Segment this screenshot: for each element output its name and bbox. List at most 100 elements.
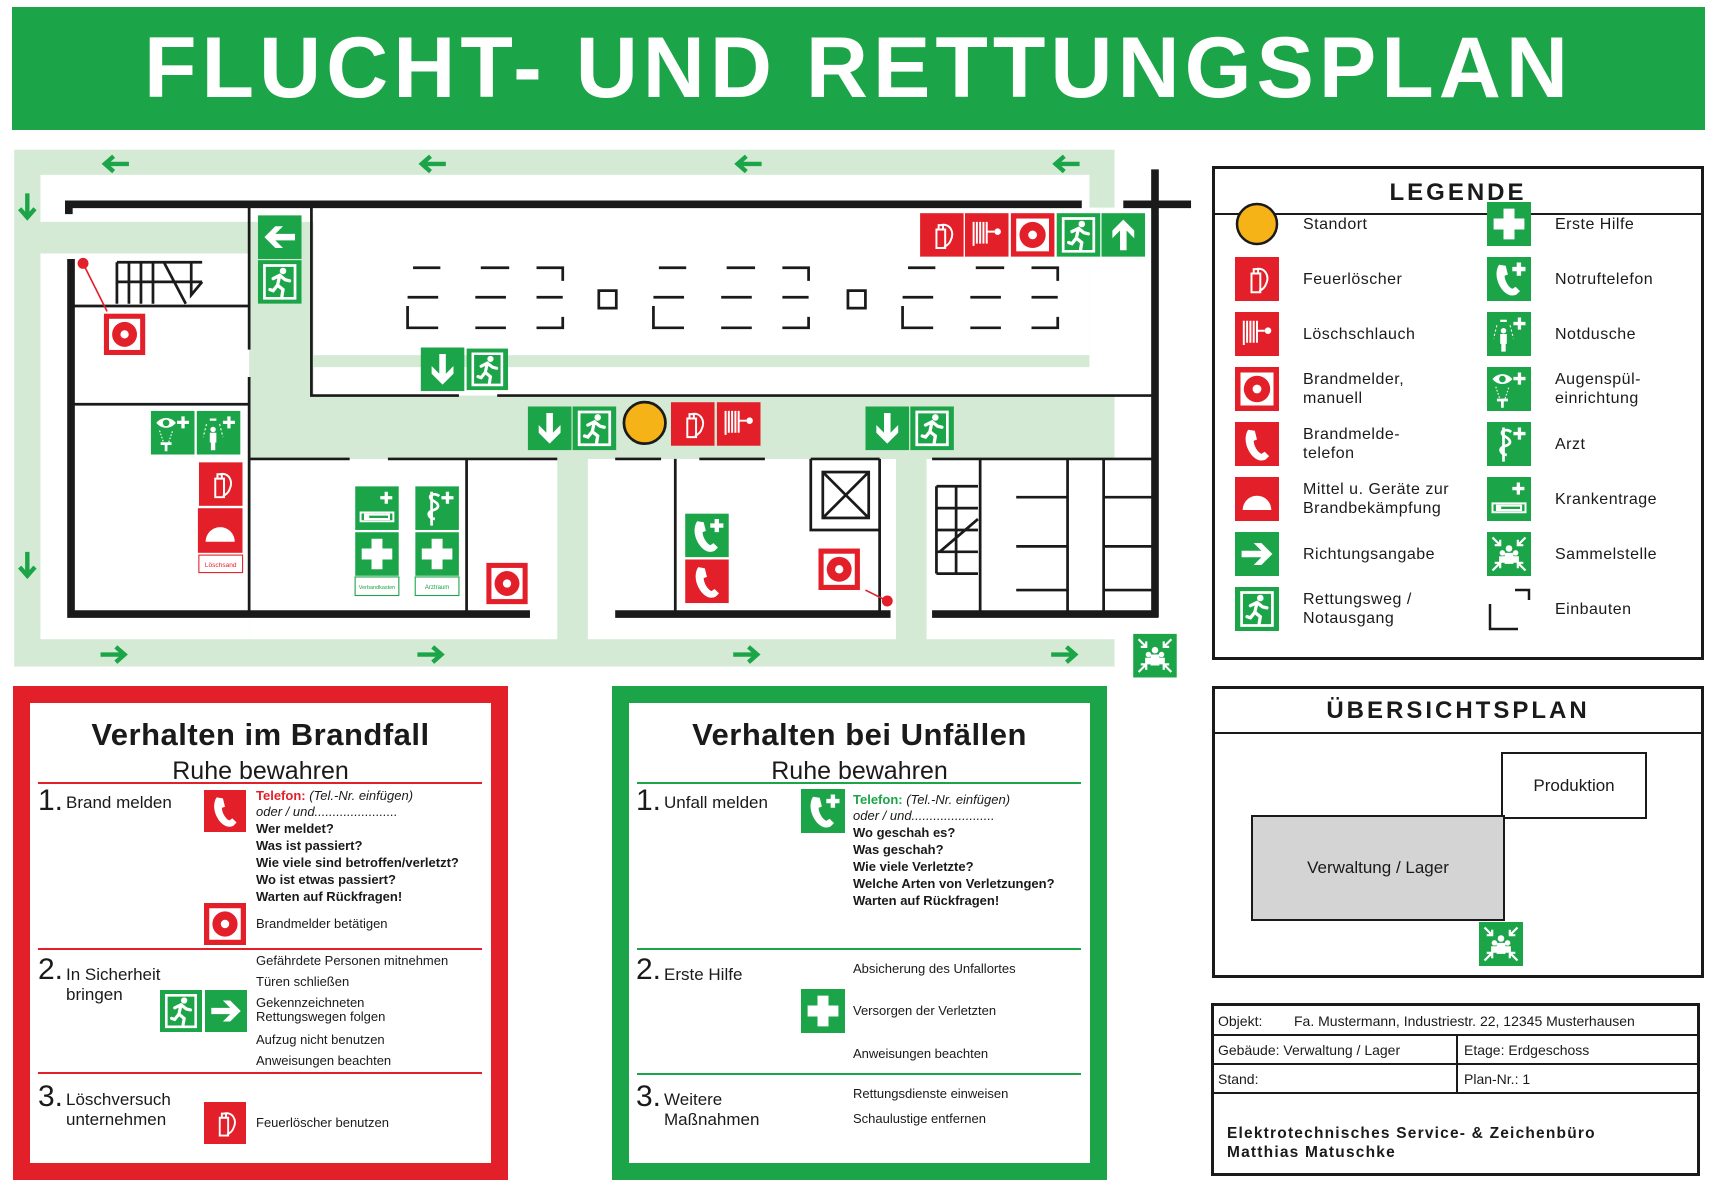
title-bar: FLUCHT- UND RETTUNGSPLAN bbox=[12, 7, 1705, 130]
page-title: FLUCHT- UND RETTUNGSPLAN bbox=[143, 20, 1574, 116]
company-line: Matthias Matuschke bbox=[1227, 1144, 1396, 1161]
plan-number-field: Plan-Nr.: 1 bbox=[1464, 1071, 1531, 1087]
elevator bbox=[821, 470, 871, 520]
building-label: Verwaltung / Lager bbox=[1307, 858, 1449, 877]
divider bbox=[1214, 1063, 1697, 1065]
fire-extinguisher-icon bbox=[670, 402, 715, 446]
emergency-exit-icon bbox=[572, 406, 617, 451]
legend-title: LEGENDE bbox=[1389, 179, 1527, 206]
first-aid-icon bbox=[415, 532, 459, 576]
emergency-phone-icon bbox=[801, 789, 845, 833]
instruction-line: Rettungswegen folgen bbox=[256, 1009, 386, 1024]
legend-label: Augenspül- einrichtung bbox=[1555, 371, 1641, 407]
inner-walls bbox=[71, 207, 1153, 612]
fixtures-icon bbox=[1488, 588, 1531, 631]
floor-plan: Löschsand Verbandkasten Arztraum bbox=[14, 149, 1192, 678]
question-line: Warten auf Rückfragen! bbox=[853, 893, 1000, 908]
arrow-down-icon bbox=[527, 406, 572, 451]
loeschsand-label-box bbox=[198, 554, 244, 574]
fire-extinguisher-icon bbox=[920, 213, 964, 257]
arztraum-label-box bbox=[414, 576, 460, 597]
instruction-line: Gefährdete Personen mitnehmen bbox=[256, 953, 449, 968]
fire-alarm-phone-icon bbox=[1235, 422, 1279, 466]
emergency-phone-icon bbox=[1487, 257, 1531, 301]
legend-label: Arzt bbox=[1555, 435, 1586, 453]
building-interior bbox=[40, 174, 1153, 640]
divider bbox=[38, 1072, 482, 1074]
fire-extinguisher-icon bbox=[198, 462, 243, 506]
instruction-line: Rettungsdienste einweisen bbox=[853, 1086, 1009, 1101]
fire-hose-icon bbox=[716, 402, 761, 446]
first-aid-icon bbox=[1487, 202, 1531, 246]
first-aid-icon bbox=[801, 989, 845, 1033]
manual-fire-alarm-icon bbox=[1010, 213, 1055, 257]
question-line: Warten auf Rückfragen! bbox=[256, 889, 403, 904]
alarm-pointer bbox=[82, 262, 108, 312]
question-line: Was geschah? bbox=[853, 842, 944, 857]
arrow-up-icon bbox=[1101, 213, 1146, 257]
direction-arrow-icon bbox=[1235, 532, 1279, 576]
step-label: Unfall melden bbox=[664, 793, 768, 812]
divider bbox=[1215, 213, 1701, 215]
question-line: Wo ist etwas passiert? bbox=[256, 872, 396, 887]
objekt-label: Objekt: bbox=[1218, 1013, 1263, 1029]
fire-procedure-panel: Verhalten im Brandfall Ruhe bewahren 1. … bbox=[13, 686, 508, 1180]
step-label: bringen bbox=[66, 985, 123, 1004]
emergency-exit-icon bbox=[257, 260, 302, 304]
emergency-exit-icon bbox=[1056, 213, 1101, 257]
divider bbox=[38, 782, 482, 784]
accident-procedure-panel: Verhalten bei Unfällen Ruhe bewahren 1. … bbox=[612, 686, 1107, 1180]
divider bbox=[637, 782, 1081, 784]
verbandkasten-label-box bbox=[354, 576, 400, 597]
step-label: Erste Hilfe bbox=[664, 965, 743, 984]
step-number: 1. bbox=[636, 784, 662, 817]
verbandkasten-label: Verbandkasten bbox=[359, 585, 395, 591]
eye-wash-icon bbox=[150, 410, 195, 455]
emergency-shower-icon bbox=[196, 410, 241, 455]
step-number: 3. bbox=[636, 1080, 662, 1113]
legend-label: Krankentrage bbox=[1555, 490, 1658, 508]
question-line: Wo geschah es? bbox=[853, 825, 956, 840]
instruction-line: Anweisungen beachten bbox=[256, 1053, 392, 1068]
stand-field: Stand: bbox=[1218, 1071, 1259, 1087]
divider bbox=[38, 948, 482, 950]
legend-label: Notruftelefon bbox=[1555, 270, 1654, 288]
fire-panel-title: Verhalten im Brandfall bbox=[91, 717, 430, 752]
stretcher-icon bbox=[1487, 477, 1531, 521]
manual-fire-alarm-icon bbox=[486, 562, 528, 605]
legend-label: Brandmelde- telefon bbox=[1303, 426, 1401, 462]
etage-field: Etage: Erdgeschoss bbox=[1464, 1042, 1590, 1058]
step-label: Maßnahmen bbox=[664, 1110, 760, 1129]
divider bbox=[1214, 1092, 1697, 1094]
phone-hint: (Tel.-Nr. einfügen) bbox=[906, 792, 1011, 807]
arrow-down-icon bbox=[865, 406, 910, 451]
legend-label: Notdusche bbox=[1555, 325, 1636, 343]
phone-hint: (Tel.-Nr. einfügen) bbox=[309, 788, 414, 803]
instruction-line: Absicherung des Unfallortes bbox=[853, 961, 1016, 976]
legend-label: Mittel u. Geräte zur Brandbekämpfung bbox=[1303, 481, 1450, 517]
objekt-value: Fa. Mustermann, Industriestr. 22, 12345 … bbox=[1294, 1013, 1635, 1029]
emergency-exit-icon bbox=[1235, 587, 1279, 631]
legend-label: Löschschlauch bbox=[1303, 325, 1416, 343]
assembly-point-icon bbox=[1133, 633, 1177, 678]
phone-label: Telefon: bbox=[853, 792, 903, 807]
legend-label: Brandmelder, manuell bbox=[1303, 371, 1405, 407]
direction-arrow-icon bbox=[205, 990, 247, 1032]
instruction-line: Anweisungen beachten bbox=[853, 1046, 989, 1061]
step-label: Brand melden bbox=[66, 793, 172, 812]
fixture-outlines bbox=[406, 266, 1060, 330]
question-line: Wie viele Verletzte? bbox=[853, 859, 974, 874]
emergency-exit-icon bbox=[466, 347, 509, 392]
overview-title: ÜBERSICHTSPLAN bbox=[1326, 697, 1590, 724]
arrow-left-icon bbox=[257, 215, 302, 259]
overview-panel: ÜBERSICHTSPLAN Produktion Verwaltung / L… bbox=[1212, 686, 1704, 978]
phone-label: Telefon: bbox=[256, 788, 306, 803]
stretcher-icon bbox=[355, 486, 399, 530]
assembly-point-icon bbox=[1487, 532, 1531, 576]
company-line: Elektrotechnisches Service- & Zeichenbür… bbox=[1227, 1125, 1596, 1142]
question-line: Was ist passiert? bbox=[256, 838, 363, 853]
step-label: Weitere bbox=[664, 1090, 723, 1109]
divider bbox=[1215, 732, 1701, 734]
fire-extinguisher-icon bbox=[204, 1102, 246, 1144]
